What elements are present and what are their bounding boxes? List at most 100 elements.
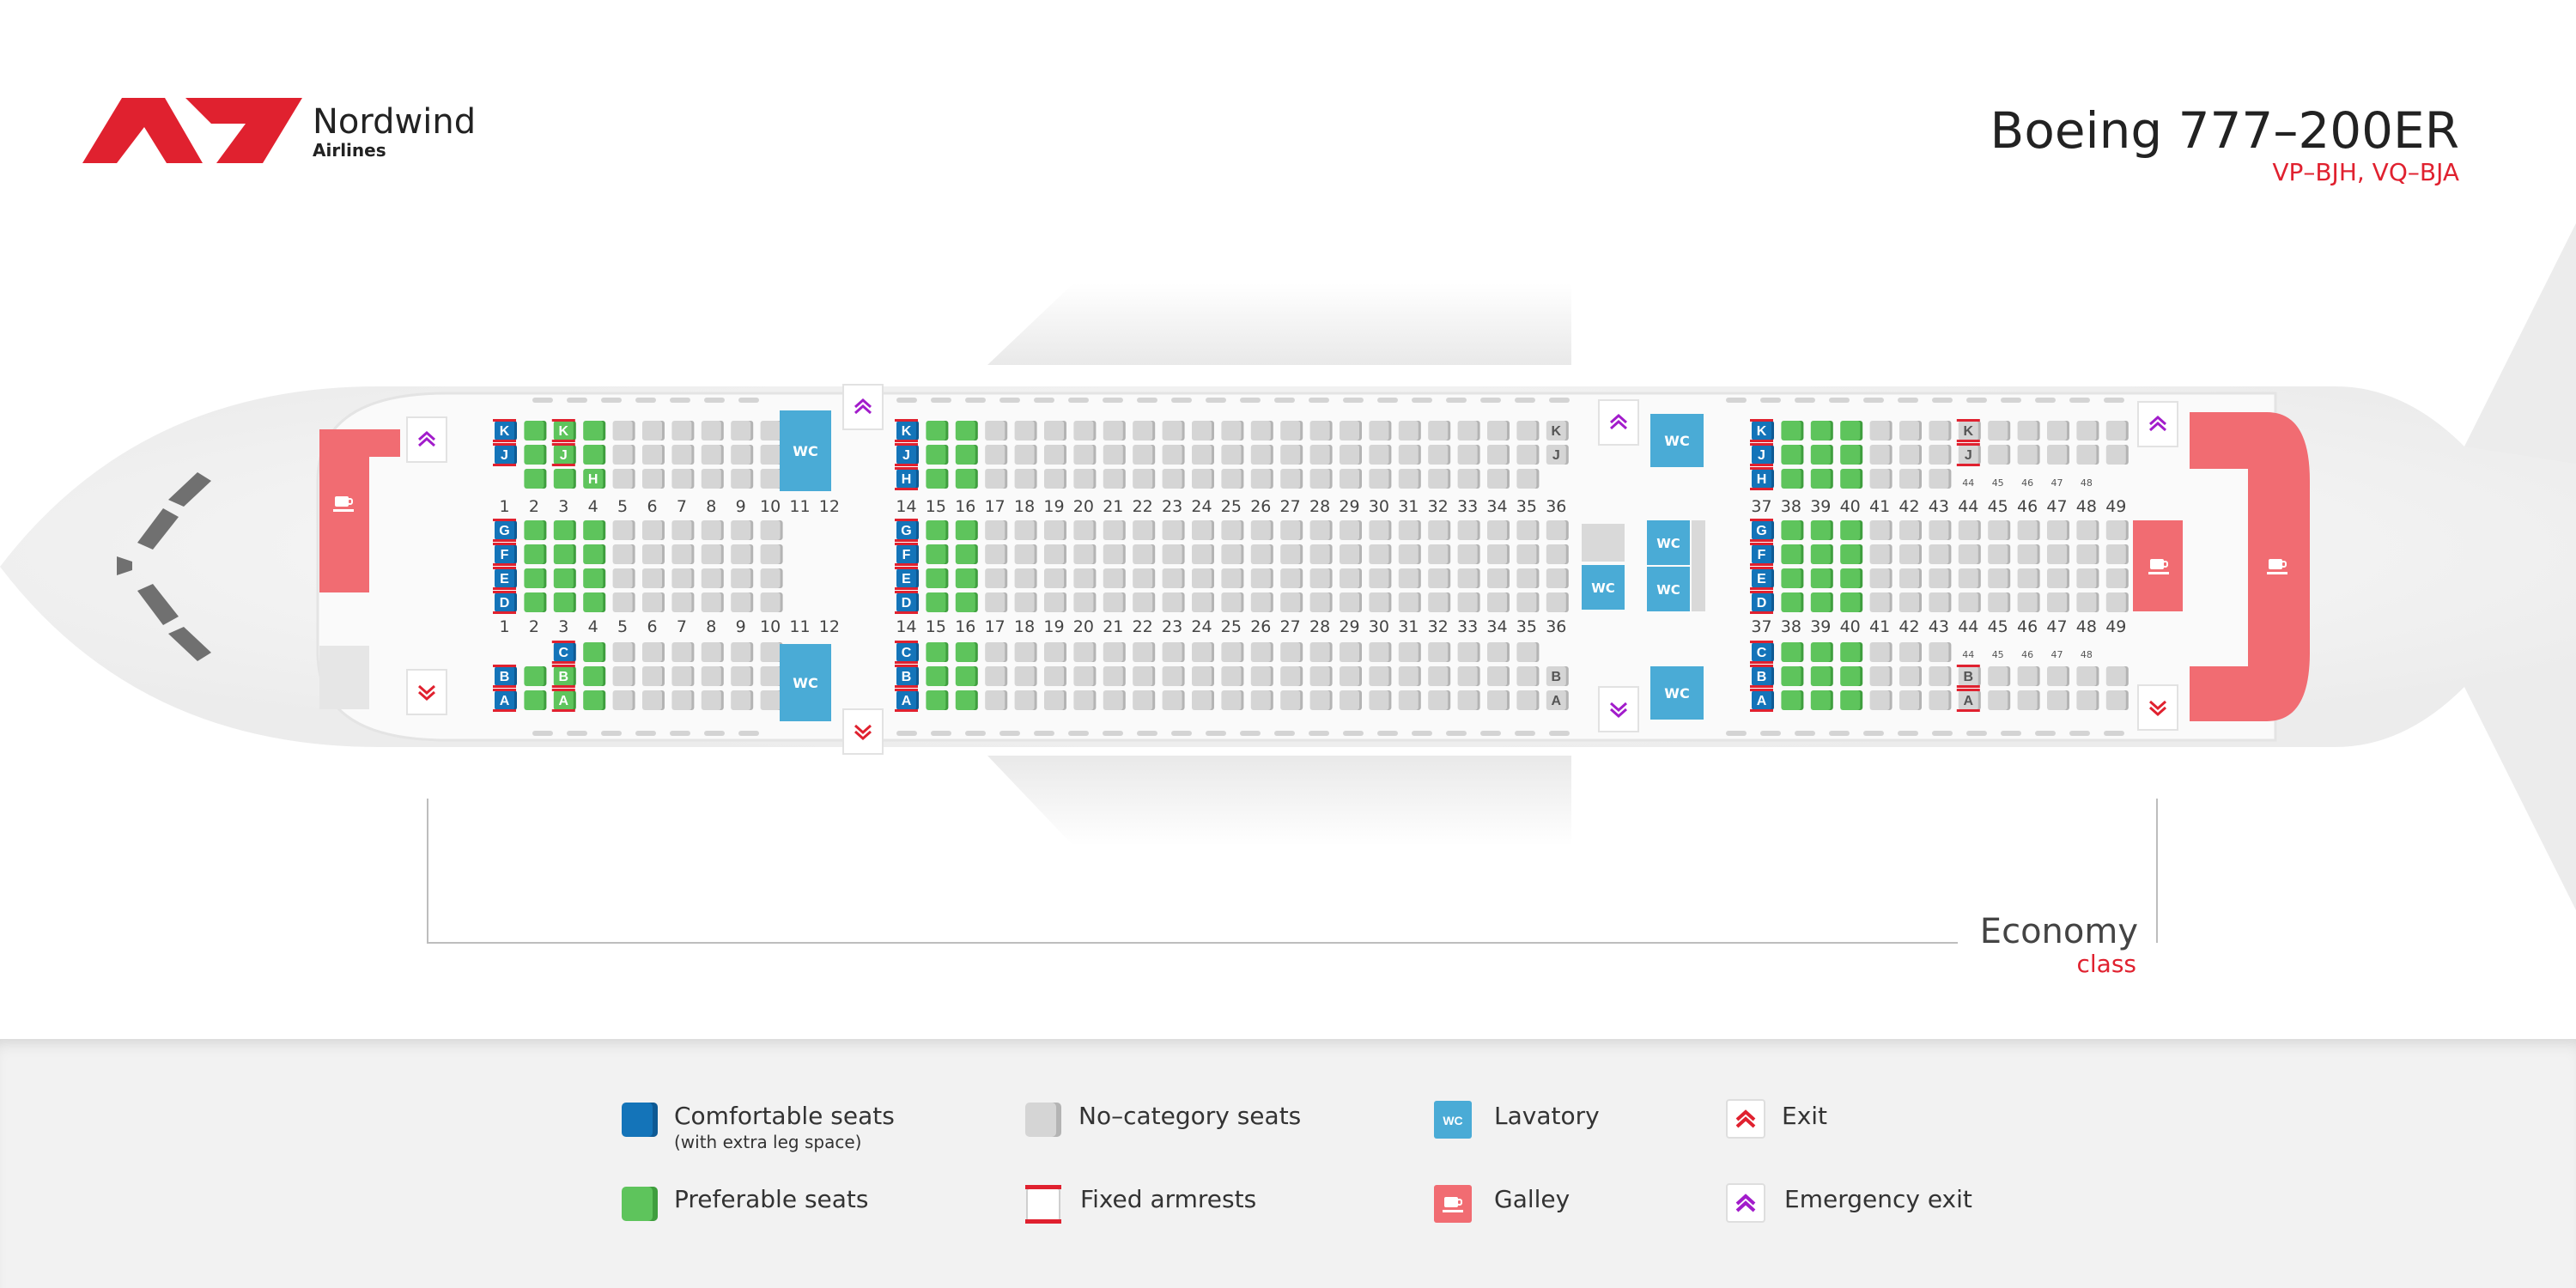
seat[interactable]: A — [1956, 689, 1981, 712]
seat[interactable] — [1457, 469, 1480, 489]
seat[interactable] — [1988, 421, 2011, 440]
seat[interactable] — [1428, 469, 1451, 489]
seat[interactable] — [1899, 421, 1922, 440]
seat[interactable] — [1369, 445, 1392, 465]
seat[interactable] — [1781, 690, 1804, 710]
seat[interactable]: K — [895, 419, 919, 442]
seat[interactable] — [731, 421, 754, 440]
seat[interactable] — [2105, 592, 2129, 612]
seat[interactable] — [1398, 666, 1421, 686]
seat[interactable] — [1958, 544, 1981, 564]
seat[interactable] — [1192, 445, 1214, 465]
seat[interactable] — [1899, 592, 1922, 612]
seat[interactable] — [1044, 592, 1066, 612]
seat[interactable] — [1840, 568, 1863, 588]
seat[interactable] — [1073, 666, 1097, 686]
seat[interactable] — [1840, 544, 1863, 564]
seat[interactable] — [1044, 642, 1066, 662]
seat[interactable] — [1162, 690, 1185, 710]
seat[interactable]: D — [1750, 591, 1774, 614]
seat[interactable] — [524, 469, 547, 489]
seat[interactable] — [1428, 544, 1451, 564]
seat[interactable] — [955, 544, 978, 564]
seat[interactable] — [2105, 544, 2129, 564]
seat[interactable] — [1899, 642, 1922, 662]
seat[interactable] — [1546, 520, 1569, 540]
seat[interactable] — [1929, 520, 1952, 540]
seat[interactable] — [926, 469, 949, 489]
seat[interactable] — [926, 642, 949, 662]
seat[interactable] — [642, 568, 665, 588]
seat[interactable] — [1398, 690, 1421, 710]
seat[interactable] — [1428, 520, 1451, 540]
seat[interactable] — [1929, 568, 1952, 588]
seat[interactable] — [1810, 520, 1833, 540]
seat[interactable] — [1929, 690, 1952, 710]
seat[interactable] — [1398, 568, 1421, 588]
seat[interactable] — [2047, 520, 2069, 540]
seat[interactable] — [985, 421, 1008, 440]
seat[interactable]: D — [493, 591, 517, 614]
seat[interactable] — [731, 520, 754, 540]
seat[interactable] — [1073, 520, 1097, 540]
seat[interactable]: A — [1546, 690, 1569, 710]
seat[interactable] — [760, 666, 783, 686]
seat[interactable] — [2047, 568, 2069, 588]
seat[interactable] — [985, 544, 1008, 564]
seat[interactable] — [2047, 666, 2069, 686]
seat[interactable] — [1781, 592, 1804, 612]
seat[interactable] — [1162, 469, 1185, 489]
seat[interactable] — [1280, 421, 1303, 440]
seat[interactable] — [1280, 568, 1303, 588]
seat[interactable] — [1516, 592, 1540, 612]
seat[interactable] — [583, 568, 606, 588]
seat[interactable] — [760, 421, 783, 440]
seat[interactable] — [2017, 520, 2040, 540]
seat[interactable]: B — [1546, 666, 1569, 686]
seat[interactable] — [1221, 568, 1244, 588]
seat[interactable] — [2076, 666, 2099, 686]
seat[interactable] — [1958, 568, 1981, 588]
seat[interactable] — [1340, 568, 1362, 588]
seat[interactable] — [1250, 690, 1273, 710]
seat[interactable] — [1516, 421, 1540, 440]
seat[interactable]: H — [583, 469, 606, 489]
seat[interactable] — [955, 568, 978, 588]
seat[interactable] — [1958, 592, 1981, 612]
seat[interactable] — [1929, 544, 1952, 564]
seat[interactable] — [731, 690, 754, 710]
seat[interactable] — [1014, 544, 1037, 564]
seat[interactable] — [1810, 642, 1833, 662]
seat[interactable] — [1546, 592, 1569, 612]
seat[interactable] — [1988, 568, 2011, 588]
seat[interactable] — [1280, 469, 1303, 489]
seat[interactable] — [1133, 666, 1156, 686]
seat[interactable] — [2047, 421, 2069, 440]
seat[interactable] — [1309, 690, 1333, 710]
seat[interactable] — [1162, 520, 1185, 540]
seat[interactable]: J — [551, 443, 576, 466]
seat[interactable] — [671, 642, 695, 662]
seat[interactable] — [1369, 421, 1392, 440]
seat[interactable] — [1869, 469, 1893, 489]
seat[interactable] — [1988, 520, 2011, 540]
seat[interactable] — [524, 592, 547, 612]
seat[interactable] — [642, 445, 665, 465]
seat[interactable] — [671, 690, 695, 710]
seat[interactable] — [1192, 469, 1214, 489]
seat[interactable] — [1988, 592, 2011, 612]
seat[interactable] — [985, 445, 1008, 465]
seat[interactable] — [1516, 690, 1540, 710]
seat[interactable] — [1340, 544, 1362, 564]
seat[interactable] — [583, 421, 606, 440]
seat[interactable] — [1369, 469, 1392, 489]
seat[interactable] — [1133, 421, 1156, 440]
seat[interactable] — [1221, 421, 1244, 440]
seat[interactable] — [701, 666, 724, 686]
seat[interactable] — [1192, 568, 1214, 588]
seat[interactable] — [926, 544, 949, 564]
seat[interactable] — [1487, 469, 1510, 489]
seat[interactable] — [1516, 445, 1540, 465]
seat[interactable] — [1457, 421, 1480, 440]
seat[interactable] — [955, 642, 978, 662]
